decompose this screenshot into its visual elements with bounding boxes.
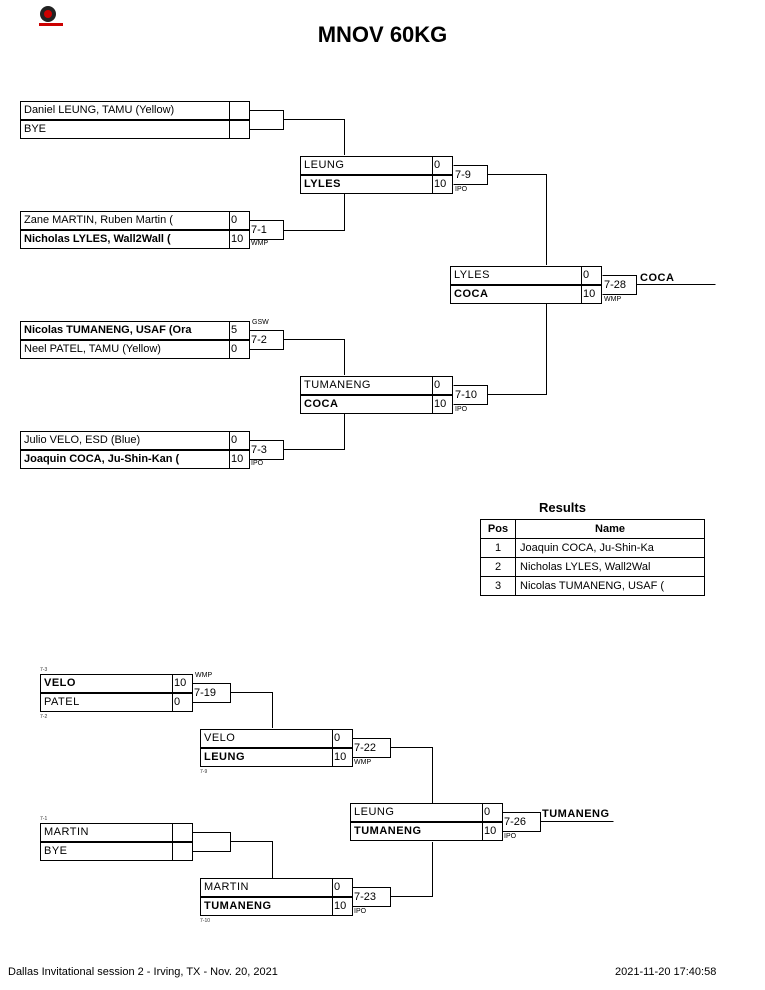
results-title: Results — [539, 500, 586, 515]
match-number: 7-23 — [354, 891, 377, 903]
main-r1-m3-top-score: 5 — [230, 321, 250, 340]
win-type: WMP — [604, 296, 622, 303]
rep-r2-m2-top-name: MARTIN — [200, 878, 333, 897]
rep-r2-m1-top-name: VELO — [200, 729, 333, 748]
rep-r3-top-score: 0 — [483, 803, 503, 822]
win-type: WMP — [251, 240, 269, 247]
main-r2-m2-bottom-score: 10 — [433, 395, 453, 414]
table-row: 1 Joaquin COCA, Ju-Shin-Ka — [480, 538, 705, 558]
rep-r3-top-name: LEUNG — [350, 803, 483, 822]
tournament-logo-icon — [38, 4, 64, 28]
main-final-top-score: 0 — [582, 266, 602, 285]
main-r1-m2-bottom-name: Nicholas LYLES, Wall2Wall ( — [20, 230, 230, 249]
match-number: 7-3 — [251, 444, 267, 456]
table-row: 2 Nicholas LYLES, Wall2Wal — [480, 557, 705, 577]
footer-event: Dallas Invitational session 2 - Irving, … — [8, 966, 278, 978]
win-type: IPO — [504, 833, 517, 840]
win-type: IPO — [455, 406, 468, 413]
results-header-pos: Pos — [480, 519, 516, 539]
results-name: Nicolas TUMANENG, USAF ( — [515, 576, 705, 596]
rep-r1-m1-bottom-score: 0 — [173, 693, 193, 712]
rep-r1-m1-top-name: VELO — [40, 674, 173, 693]
source-match-ref: 7-1 — [40, 816, 48, 822]
rep-r1-m2-top-score — [173, 823, 193, 842]
match-number: 7-28 — [604, 279, 627, 291]
rep-r3-bottom-score: 10 — [483, 822, 503, 841]
bronze-winner-name: TUMANENG — [542, 808, 610, 820]
source-match-ref: 7-2 — [40, 714, 48, 720]
main-r1-m1-top-score — [230, 101, 250, 120]
main-r1-m2-top-score: 0 — [230, 211, 250, 230]
main-r1-m1-bottom-score — [230, 120, 250, 139]
results-table: Pos Name 1 Joaquin COCA, Ju-Shin-Ka 2 Ni… — [480, 519, 705, 596]
rep-r2-m1-bottom-name: LEUNG — [200, 748, 333, 767]
results-pos: 2 — [480, 557, 516, 577]
main-r1-m4-top-name: Julio VELO, ESD (Blue) — [20, 431, 230, 450]
main-r1-m4-bottom-score: 10 — [230, 450, 250, 469]
match-number: 7-26 — [504, 816, 527, 828]
results-name: Nicholas LYLES, Wall2Wal — [515, 557, 705, 577]
rep-r2-m1-bottom-score: 10 — [333, 748, 353, 767]
main-r1-m4-top-score: 0 — [230, 431, 250, 450]
rep-r1-m2-top-name: MARTIN — [40, 823, 173, 842]
main-r2-m2-top-name: TUMANENG — [300, 376, 433, 395]
champion-name: COCA — [640, 272, 675, 284]
match-number: 7-22 — [354, 742, 377, 754]
match-number: 7-1 — [251, 224, 267, 236]
match-number: 7-10 — [455, 389, 478, 401]
win-type: GSW — [252, 319, 269, 326]
main-r1-m2-top-name: Zane MARTIN, Ruben Martin ( — [20, 211, 230, 230]
main-r2-m1-top-name: LEUNG — [300, 156, 433, 175]
table-row: 3 Nicolas TUMANENG, USAF ( — [480, 576, 705, 596]
win-type: IPO — [455, 186, 468, 193]
main-final-bottom-score: 10 — [582, 285, 602, 304]
results-header-name: Name — [515, 519, 705, 539]
match-number: 7-19 — [194, 687, 217, 699]
rep-r2-m1-top-score: 0 — [333, 729, 353, 748]
match-number: 7-2 — [251, 334, 267, 346]
results-pos: 1 — [480, 538, 516, 558]
rep-r2-m2-bottom-score: 10 — [333, 897, 353, 916]
main-r2-m2-top-score: 0 — [433, 376, 453, 395]
main-final-bottom-name: COCA — [450, 285, 582, 304]
main-r1-m1-top-name: Daniel LEUNG, TAMU (Yellow) — [20, 101, 230, 120]
main-r2-m1-bottom-name: LYLES — [300, 175, 433, 194]
win-type: WMP — [195, 672, 213, 679]
rep-r2-m2-top-score: 0 — [333, 878, 353, 897]
main-r1-m3-bottom-name: Neel PATEL, TAMU (Yellow) — [20, 340, 230, 359]
rep-r3-bottom-name: TUMANENG — [350, 822, 483, 841]
results-name: Joaquin COCA, Ju-Shin-Ka — [515, 538, 705, 558]
results-header-row: Pos Name — [480, 519, 705, 539]
main-r1-m4-bottom-name: Joaquin COCA, Ju-Shin-Kan ( — [20, 450, 230, 469]
main-r1-m3-top-name: Nicolas TUMANENG, USAF (Ora — [20, 321, 230, 340]
win-type: IPO — [251, 460, 264, 467]
main-r1-m3-bottom-score: 0 — [230, 340, 250, 359]
page-title: MNOV 60KG — [317, 22, 448, 47]
rep-r1-m2-bottom-name: BYE — [40, 842, 173, 861]
main-r1-m2-bottom-score: 10 — [230, 230, 250, 249]
rep-r1-m2-bottom-score — [173, 842, 193, 861]
main-r1-m1-bottom-name: BYE — [20, 120, 230, 139]
source-match-ref: 7-3 — [40, 667, 48, 673]
rep-r1-m1-bottom-name: PATEL — [40, 693, 173, 712]
results-pos: 3 — [480, 576, 516, 596]
win-type: WMP — [354, 759, 372, 766]
rep-r2-m2-bottom-name: TUMANENG — [200, 897, 333, 916]
main-final-top-name: LYLES — [450, 266, 582, 285]
main-r2-m1-top-score: 0 — [433, 156, 453, 175]
match-number: 7-9 — [455, 169, 471, 181]
source-match-ref: 7-9 — [200, 769, 208, 775]
win-type: IPO — [354, 908, 367, 915]
main-r2-m2-bottom-name: COCA — [300, 395, 433, 414]
main-r2-m1-bottom-score: 10 — [433, 175, 453, 194]
rep-r1-m1-top-score: 10 — [173, 674, 193, 693]
footer-timestamp: 2021-11-20 17:40:58 — [615, 966, 717, 978]
source-match-ref: 7-10 — [200, 918, 211, 924]
